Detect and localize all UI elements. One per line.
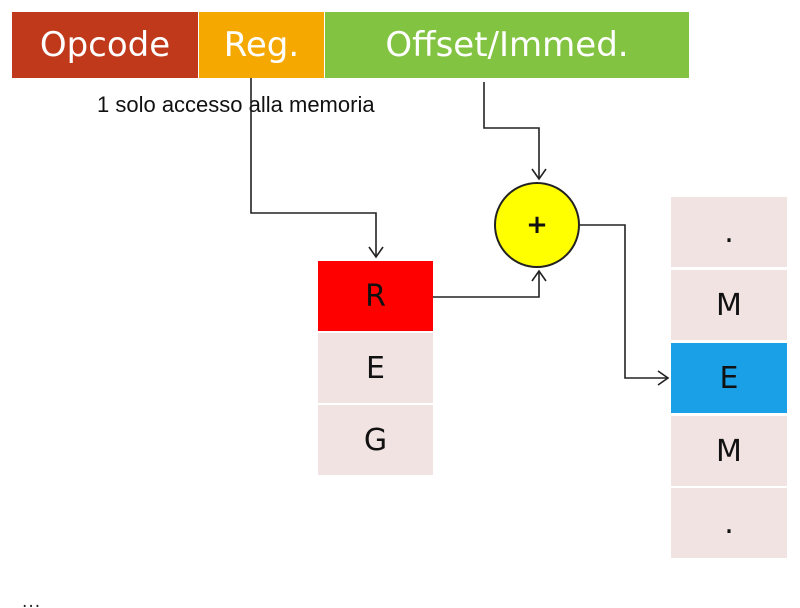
- memory-cell: M: [671, 416, 787, 486]
- reg-to-register-arrow: [250, 78, 377, 256]
- offset-field: Offset/Immed.: [325, 12, 689, 78]
- offset-arrowhead: [531, 168, 547, 181]
- register-cell: E: [318, 333, 433, 403]
- adder: +: [494, 182, 580, 268]
- register-to-adder-arrow: [406, 272, 540, 298]
- memory-cell-selected: E: [671, 343, 787, 413]
- reg-arrowhead: [368, 246, 384, 259]
- memory-cell: .: [671, 197, 787, 267]
- register-cell: G: [318, 405, 433, 475]
- plus-symbol: +: [526, 210, 548, 240]
- adder-to-memory-arrow: [580, 224, 667, 379]
- cut-off-footer-text: ...: [22, 592, 42, 608]
- register-arrowhead: [531, 269, 547, 282]
- memory-cell: .: [671, 488, 787, 558]
- memory-access-caption: 1 solo accesso alla memoria: [97, 92, 375, 117]
- memory-cell: M: [671, 270, 787, 340]
- reg-field: Reg.: [199, 12, 324, 78]
- memory-arrowhead: [657, 370, 670, 386]
- opcode-field: Opcode: [12, 12, 198, 78]
- register-cell-selected: R: [318, 261, 433, 331]
- offset-to-adder-arrow: [483, 82, 540, 178]
